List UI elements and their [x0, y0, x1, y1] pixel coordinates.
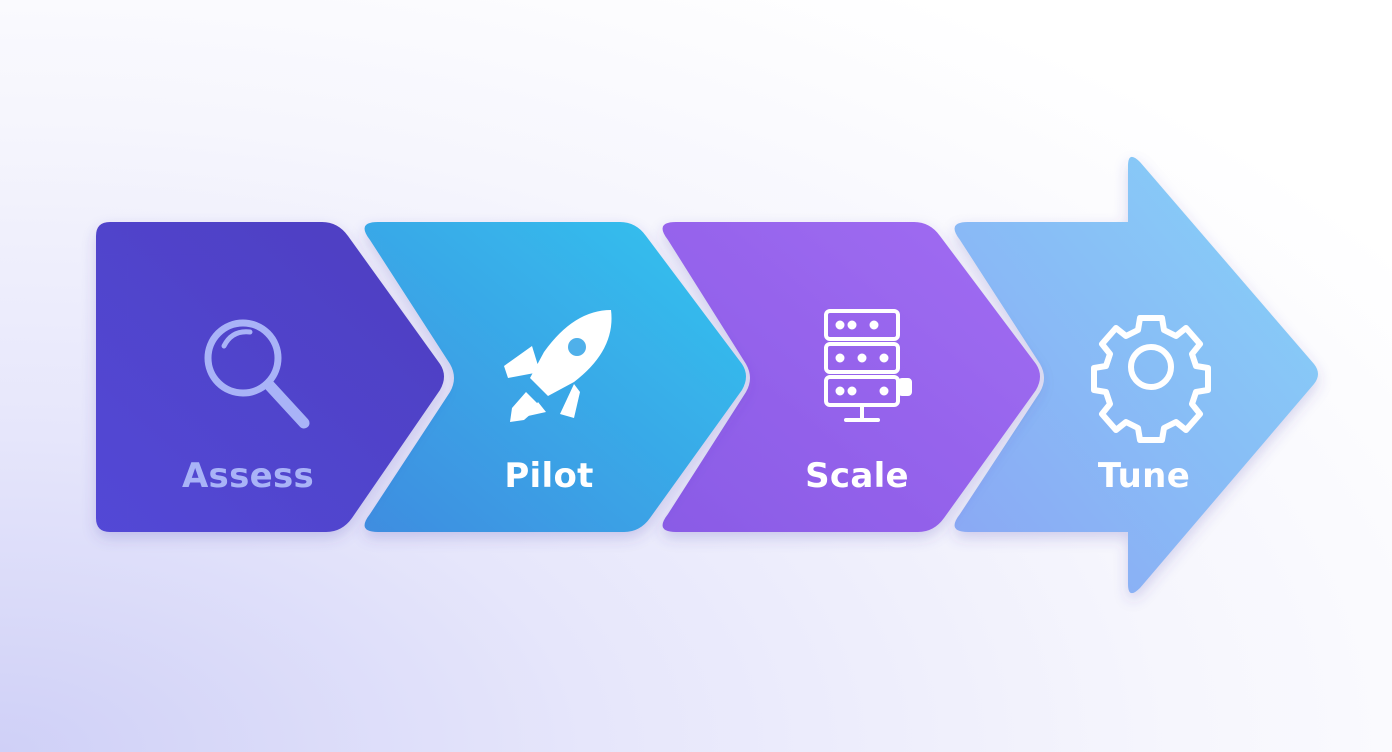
step-label-scale: Scale: [805, 456, 909, 496]
step-label-assess: Assess: [182, 456, 314, 496]
step-tune: [954, 156, 1318, 594]
step-label-pilot: Pilot: [504, 456, 593, 496]
magnifier-icon: [204, 319, 310, 429]
gear-icon: [1091, 315, 1211, 443]
server-icon: [824, 309, 912, 422]
rocket-icon: [504, 310, 612, 422]
step-label-tune: Tune: [1098, 456, 1190, 496]
step-tune-shape: [954, 156, 1318, 594]
